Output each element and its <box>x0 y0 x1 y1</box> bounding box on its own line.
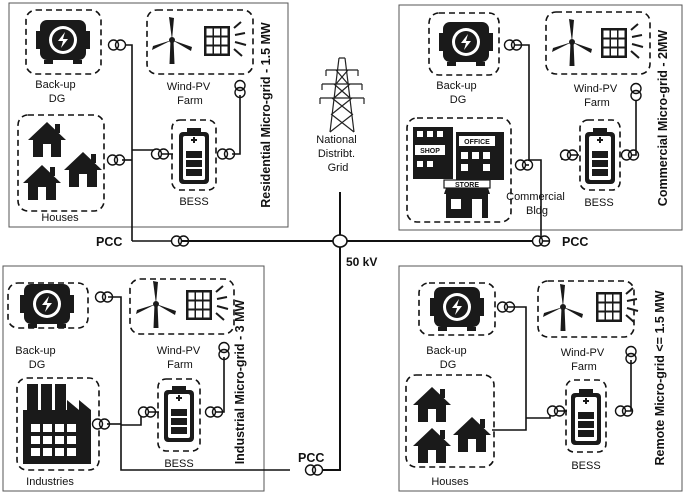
residential-bess-label: BESS <box>179 196 208 208</box>
industrial-dg-label-2: DG <box>29 359 46 371</box>
commercial-title: Commercial Micro-grid - 2MW <box>656 30 670 207</box>
remote-windpv-frame <box>537 280 635 338</box>
industrial-bess-wire <box>121 411 159 426</box>
residential-windpv-label-1: Wind-PV <box>167 81 211 93</box>
commercial-shop-building-icon: SHOP <box>413 127 453 179</box>
commercial-windpv-frame <box>545 11 651 75</box>
commercial-store-building-icon: STORE <box>443 179 491 218</box>
industrial-dg-icon <box>20 284 74 328</box>
commercial-dg-label-2: DG <box>450 94 467 106</box>
remote-windpv-label-1: Wind-PV <box>561 347 605 359</box>
transmission-tower-icon <box>319 57 365 133</box>
industrial-windpv-label-1: Wind-PV <box>157 345 201 357</box>
industrial-windpv-label-2: Farm <box>167 359 193 371</box>
residential-windpv-label-2: Farm <box>177 95 203 107</box>
residential-dg-icon <box>36 20 90 64</box>
residential-dg-frame <box>25 9 102 75</box>
store-sign: STORE <box>455 182 479 189</box>
residential-dg-label: Back-up DG <box>35 79 78 105</box>
residential-windpv-frame <box>146 9 254 75</box>
commercial-pcc-label: PCC <box>562 235 588 249</box>
commercial-dg-icon <box>439 22 493 66</box>
remote-dg-label: Back-up DG <box>426 345 469 371</box>
residential-houses-frame <box>17 114 105 212</box>
commercial-bldg-label: Commercial Bldg <box>506 191 568 217</box>
commercial-dg-frame <box>428 12 500 76</box>
remote-title: Remote Micro-grid <= 1.5 MW <box>653 290 667 465</box>
remote-bess-label: BESS <box>571 460 600 472</box>
industrial-dg-label-1: Back-up <box>15 345 55 357</box>
remote-dg-label-2: DG <box>440 359 457 371</box>
grid-label-line-2: Distribt. <box>318 148 355 160</box>
commercial-battery-icon <box>584 127 616 185</box>
commercial-dg-label: Back-up DG <box>436 80 479 106</box>
grid-label-line-1: National <box>316 134 356 146</box>
industrial-pcc-transformer-icon <box>304 464 324 476</box>
commercial-windpv-label: Wind-PV Farm <box>574 83 620 109</box>
office-sign: OFFICE <box>464 139 490 146</box>
remote-windpv-label-2: Farm <box>571 361 597 373</box>
residential-dg-label-1: Back-up <box>35 79 75 91</box>
grid-label: National Distribt. Grid <box>316 134 359 174</box>
bus-voltage-label: 50 kV <box>346 255 377 269</box>
industrial-battery-icon <box>163 385 195 443</box>
remote-dg-icon <box>430 287 484 331</box>
commercial-dg-label-1: Back-up <box>436 80 476 92</box>
industrial-windpv-frame <box>129 278 235 335</box>
industrial-dg-label: Back-up DG <box>15 345 58 371</box>
bus-node <box>332 234 348 248</box>
residential-dg-label-2: DG <box>49 93 66 105</box>
industrial-title: Industrial Micro-grid - 3 MW <box>233 300 247 465</box>
commercial-bldg-label-1: Commercial <box>506 191 565 203</box>
residential-bess-frame <box>171 119 217 191</box>
industrial-windpv-label: Wind-PV Farm <box>157 345 203 371</box>
commercial-windpv-label-1: Wind-PV <box>574 83 618 95</box>
remote-houses-frame <box>405 374 495 468</box>
commercial-bldg-label-2: Bldg <box>526 205 548 217</box>
commercial-bldg-frame <box>406 117 512 223</box>
remote-battery-icon <box>570 388 602 446</box>
remote-trunk-wire <box>492 306 527 431</box>
commercial-office-building-icon: OFFICE <box>456 132 504 180</box>
residential-title: Residential Micro-grid - 1.5 MW <box>259 22 273 208</box>
residential-pcc-label: PCC <box>96 235 122 249</box>
remote-windpv-label: Wind-PV Farm <box>561 347 607 373</box>
residential-windpv-label: Wind-PV Farm <box>167 81 213 107</box>
commercial-bess-frame <box>579 119 621 191</box>
remote-houses-label: Houses <box>431 476 469 488</box>
industrial-industries-label: Industries <box>26 476 74 488</box>
commercial-windpv-label-2: Farm <box>584 97 610 109</box>
industrial-pcc-label: PCC <box>298 451 324 465</box>
shop-sign: SHOP <box>420 148 440 155</box>
remote-dg-label-1: Back-up <box>426 345 466 357</box>
residential-battery-icon <box>178 127 210 185</box>
commercial-bess-label: BESS <box>584 197 613 209</box>
residential-trunk-wire <box>125 44 133 241</box>
industrial-feeder-line <box>322 241 341 471</box>
industrial-bess-label: BESS <box>164 458 193 470</box>
industrial-dg-frame <box>7 282 89 329</box>
remote-bess-frame <box>565 379 607 453</box>
industrial-trunk-wire <box>108 296 290 471</box>
industrial-bess-frame <box>157 378 201 452</box>
grid-label-line-3: Grid <box>328 162 349 174</box>
residential-houses-label: Houses <box>41 212 79 224</box>
industrial-windpv-wire <box>214 357 225 413</box>
